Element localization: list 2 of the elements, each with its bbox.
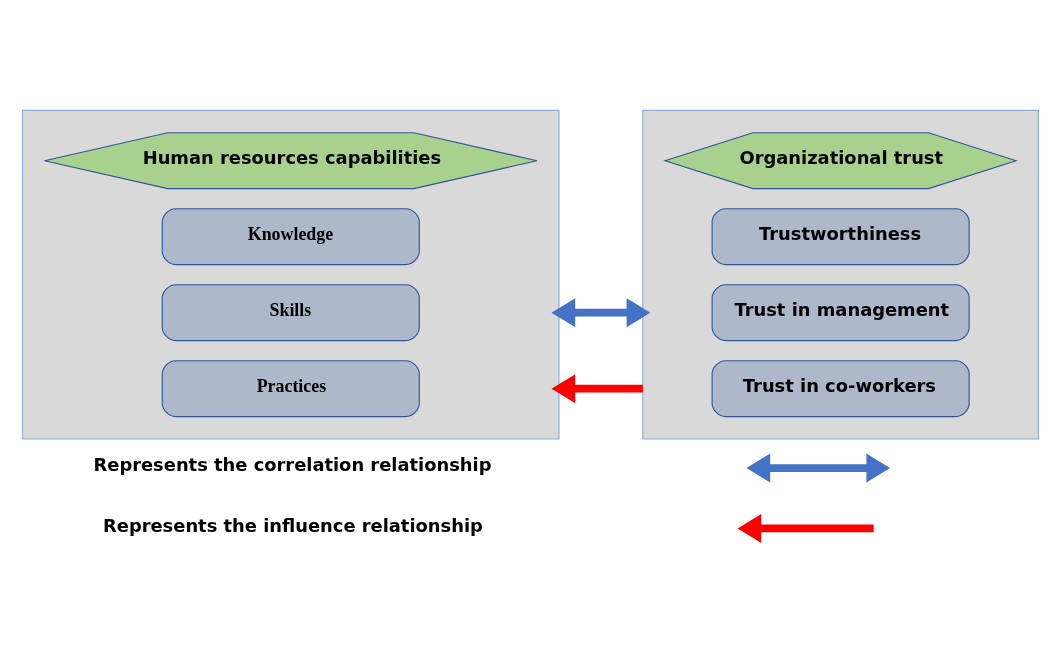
legend-label: Represents the correlation relationship — [93, 454, 492, 476]
legend-label: Represents the influence relationship — [103, 514, 483, 536]
